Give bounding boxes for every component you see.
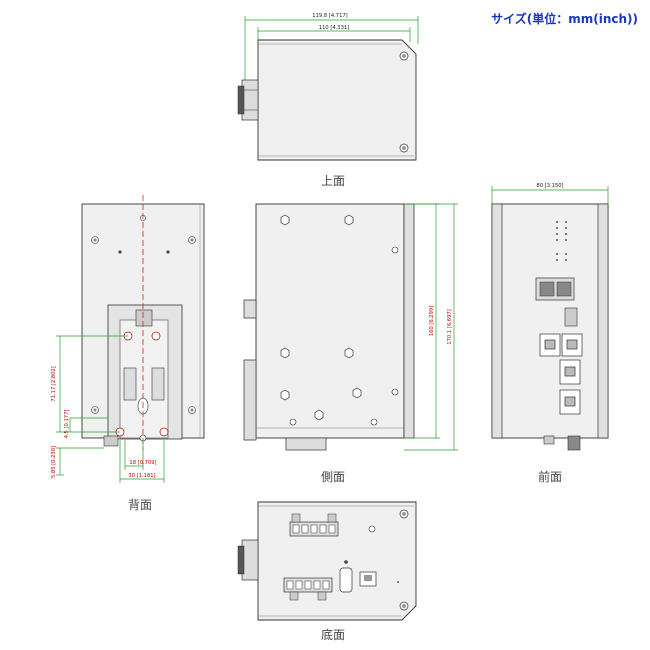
side-dimension-160: 160 [6.299] [429,306,435,336]
top-dimension-lines [244,16,419,80]
front-body-outline [491,203,609,439]
bottom-fuse [339,567,353,593]
side-view: 160 [6.299] 170.1 [6.697] [243,203,458,451]
unit-title: サイズ(単位：mm(inch)) [491,12,638,26]
front-width-dimension: 80 [3.150] [536,183,563,189]
top-view: 119.8 [4.717] 110 [4.331] [237,13,419,161]
back-dimension-lines [56,335,165,483]
back-view-label: 背面 [128,498,152,512]
back-view: 71.17 [2.802] 4.5 [0.177] 5.85 [0.230] 1… [51,195,205,483]
side-din-clip [243,299,257,441]
back-dimension-18: 18 [0.709] [129,460,156,466]
front-rj45-ports [539,333,583,415]
front-usb-port [564,307,578,327]
bottom-side-connector [241,539,259,581]
side-view-label: 側面 [321,470,345,484]
side-dimension-170-1: 170.1 [6.697] [447,309,453,344]
side-bottom-connector [285,437,327,451]
top-body-dimension: 110 [4.331] [319,25,349,31]
top-view-label: 上面 [321,174,345,188]
front-view-label: 前面 [538,469,562,484]
side-body-outline [255,203,405,439]
back-dimension-4-5: 4.5 [0.177] [64,410,70,439]
back-dimension-5-85: 5.85 [0.230] [51,446,57,478]
top-body-outline [257,39,417,161]
side-dimension-lines [404,203,458,451]
bottom-terminal-block-2 [283,577,333,601]
back-dimension-30: 30 [1.181] [128,473,155,479]
bottom-body-outline [257,501,417,621]
bottom-view [237,501,417,621]
bottom-terminal-block-1 [289,513,339,537]
back-dimension-71-17: 71.17 [2.802] [51,366,57,401]
front-view: 80 [3.150] [491,183,609,451]
top-connector [241,79,259,121]
top-overall-dimension: 119.8 [4.717] [312,13,347,19]
bottom-view-label: 底面 [321,627,345,642]
front-led-indicators [556,221,567,261]
